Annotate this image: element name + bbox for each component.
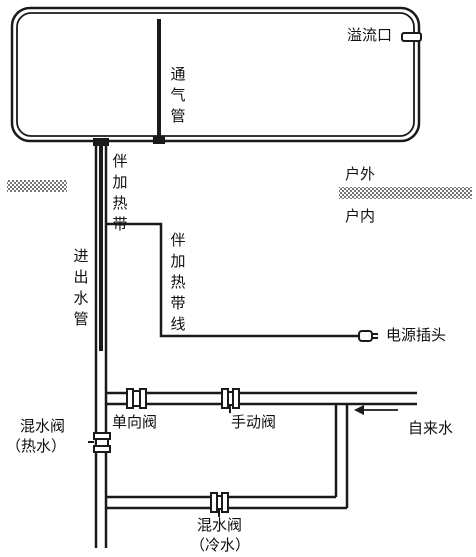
water-tank-inner [16, 12, 415, 137]
mixing-valve-cold-label: 混水阀 [197, 516, 243, 534]
mixing-valve-hot-note: （热水） [6, 437, 67, 455]
overflow-port [401, 32, 422, 42]
outdoor-label: 户外 [345, 165, 376, 183]
overflow-label: 溢流口 [347, 26, 393, 44]
vent-tank-joint [153, 136, 165, 144]
vent-pipe-label: 通气管 [170, 65, 186, 125]
heat-tape [99, 146, 103, 351]
mixing-valve-cold [210, 492, 229, 517]
check-valve-label: 单向阀 [112, 413, 158, 431]
pipe-tank-joint [93, 138, 109, 146]
mixing-valve-hot-label: 混水阀 [20, 417, 66, 435]
power-plug [358, 330, 378, 342]
wall-hatch-right [339, 187, 472, 199]
tap-water-arrow-head [354, 405, 364, 415]
check-valve [126, 388, 147, 409]
heat-tape-wire [106, 222, 362, 338]
manual-valve [221, 388, 240, 413]
mixing-valve-hot [88, 432, 111, 453]
heat-tape-wire-label: 伴加热带线 [170, 231, 186, 333]
heat-tape-label: 伴加热带 [112, 152, 128, 233]
indoor-label: 户内 [345, 207, 376, 225]
water-tank [10, 6, 421, 143]
wall-hatch-left [7, 180, 67, 192]
manual-valve-label: 手动阀 [231, 413, 277, 431]
inlet-outlet-pipe-label: 进出水管 [73, 247, 89, 328]
tap-water-label: 自来水 [408, 419, 454, 437]
power-plug-label: 电源插头 [386, 326, 447, 344]
mixing-valve-cold-note: （冷水） [190, 536, 251, 554]
